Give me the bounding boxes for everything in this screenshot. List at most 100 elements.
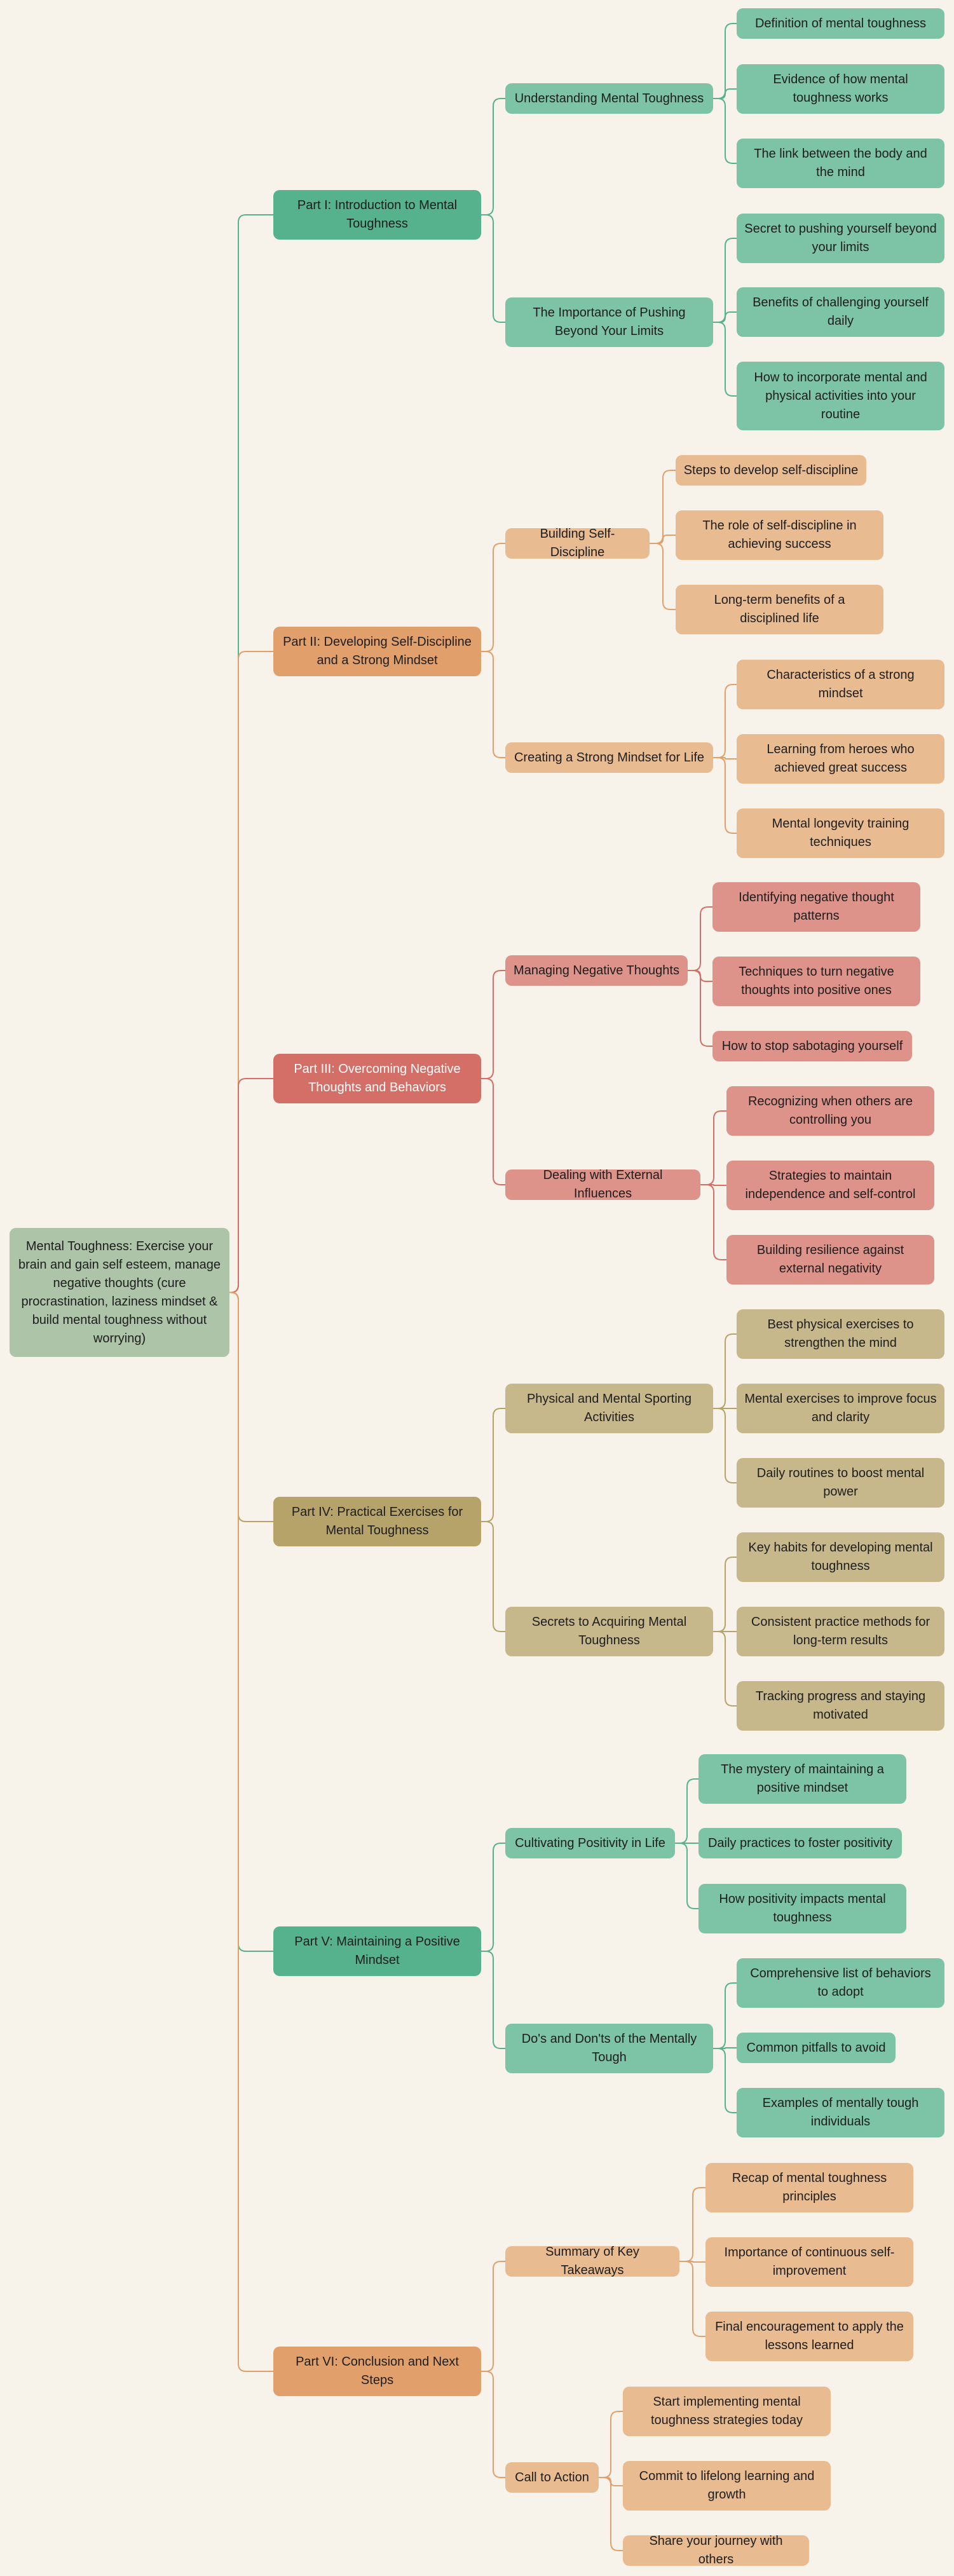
link-root-to-part-3 <box>229 1078 273 1293</box>
part-4-node: Part IV: Practical Exercises for Mental … <box>273 1497 481 1546</box>
link-part-1-to-section-2 <box>481 214 505 323</box>
leaf-how-to-incorporate-mental-and-physical-activitie: How to incorporate mental and physical a… <box>737 362 944 430</box>
section-physical-and-mental-sporting-activities: Physical and Mental Sporting Activities <box>505 1384 713 1433</box>
leaf-building-resilience-against-external-negativity: Building resilience against external neg… <box>726 1235 934 1285</box>
link-root-to-part-1 <box>229 214 273 1293</box>
section-building-self-discipline: Building Self-Discipline <box>505 527 650 559</box>
link-part-5-to-section-1 <box>481 1843 505 1952</box>
section-secrets-to-acquiring-mental-toughness: Secrets to Acquiring Mental Toughness <box>505 1607 713 1656</box>
link-section-2-2-to-item-3 <box>713 757 737 834</box>
link-section-5-2-to-item-1 <box>713 1982 737 2049</box>
leaf-daily-routines-to-boost-mental-power: Daily routines to boost mental power <box>737 1458 944 1508</box>
part-2-node: Part II: Developing Self-Discipline and … <box>273 627 481 676</box>
section-managing-negative-thoughts: Managing Negative Thoughts <box>505 955 688 986</box>
link-part-2-to-section-2 <box>481 651 505 758</box>
link-root-to-part-2 <box>229 651 273 1293</box>
leaf-techniques-to-turn-negative-thoughts-into-positi: Techniques to turn negative thoughts int… <box>712 957 920 1006</box>
leaf-how-positivity-impacts-mental-toughness: How positivity impacts mental toughness <box>698 1884 906 1933</box>
leaf-strategies-to-maintain-independence-and-self-con: Strategies to maintain independence and … <box>726 1161 934 1210</box>
link-section-6-2-to-item-1 <box>599 2411 623 2478</box>
leaf-consistent-practice-methods-for-long-term-result: Consistent practice methods for long-ter… <box>737 1607 944 1656</box>
leaf-the-role-of-self-discipline-in-achieving-success: The role of self-discipline in achieving… <box>676 510 883 560</box>
leaf-recognizing-when-others-are-controlling-you: Recognizing when others are controlling … <box>726 1086 934 1136</box>
link-section-1-2-to-item-3 <box>713 322 737 397</box>
link-section-5-2-to-item-3 <box>713 2048 737 2113</box>
link-section-2-2-to-item-1 <box>713 684 737 758</box>
section-the-importance-of-pushing-beyond-your-limits: The Importance of Pushing Beyond Your Li… <box>505 297 713 347</box>
link-section-3-1-to-item-1 <box>688 906 712 971</box>
part-1-node: Part I: Introduction to Mental Toughness <box>273 190 481 240</box>
leaf-benefits-of-challenging-yourself-daily: Benefits of challenging yourself daily <box>737 287 944 337</box>
section-creating-a-strong-mindset-for-life: Creating a Strong Mindset for Life <box>505 742 713 773</box>
part-3-node: Part III: Overcoming Negative Thoughts a… <box>273 1054 481 1103</box>
leaf-steps-to-develop-self-discipline: Steps to develop self-discipline <box>676 455 866 486</box>
link-root-to-part-5 <box>229 1291 273 1952</box>
link-part-3-to-section-2 <box>481 1078 505 1185</box>
leaf-commit-to-lifelong-learning-and-growth: Commit to lifelong learning and growth <box>623 2461 831 2511</box>
leaf-final-encouragement-to-apply-the-lessons-learned: Final encouragement to apply the lessons… <box>705 2312 913 2361</box>
leaf-evidence-of-how-mental-toughness-works: Evidence of how mental toughness works <box>737 64 944 114</box>
link-section-1-1-to-item-2 <box>713 88 737 99</box>
link-section-5-1-to-item-3 <box>675 1843 698 1909</box>
link-section-4-1-to-item-3 <box>713 1408 737 1483</box>
link-section-6-2-to-item-3 <box>599 2477 623 2551</box>
link-section-4-2-to-item-1 <box>713 1557 737 1632</box>
leaf-comprehensive-list-of-behaviors-to-adopt: Comprehensive list of behaviors to adopt <box>737 1958 944 2008</box>
link-section-2-1-to-item-3 <box>650 543 676 610</box>
section-understanding-mental-toughness: Understanding Mental Toughness <box>505 83 713 114</box>
leaf-best-physical-exercises-to-strengthen-the-mind: Best physical exercises to strengthen th… <box>737 1309 944 1359</box>
link-section-1-1-to-item-1 <box>713 23 737 99</box>
link-section-6-1-to-item-3 <box>679 2261 705 2337</box>
section-call-to-action: Call to Action <box>505 2462 599 2493</box>
leaf-definition-of-mental-toughness: Definition of mental toughness <box>737 8 944 39</box>
link-part-2-to-section-1 <box>481 543 505 652</box>
part-6-node: Part VI: Conclusion and Next Steps <box>273 2347 481 2396</box>
leaf-start-implementing-mental-toughness-strategies-t: Start implementing mental toughness stra… <box>623 2387 831 2436</box>
link-part-4-to-section-2 <box>481 1521 505 1632</box>
link-section-6-1-to-item-2 <box>679 2261 705 2263</box>
section-dealing-with-external-influences: Dealing with External Influences <box>505 1168 700 1201</box>
leaf-identifying-negative-thought-patterns: Identifying negative thought patterns <box>712 882 920 932</box>
link-section-4-1-to-item-1 <box>713 1333 737 1409</box>
link-section-3-2-to-item-3 <box>700 1184 726 1260</box>
link-section-1-1-to-item-3 <box>713 98 737 164</box>
leaf-tracking-progress-and-staying-motivated: Tracking progress and staying motivated <box>737 1681 944 1731</box>
leaf-daily-practices-to-foster-positivity: Daily practices to foster positivity <box>698 1828 902 1858</box>
link-section-4-2-to-item-3 <box>713 1631 737 1707</box>
section-cultivating-positivity-in-life: Cultivating Positivity in Life <box>505 1828 675 1858</box>
leaf-learning-from-heroes-who-achieved-great-success: Learning from heroes who achieved great … <box>737 734 944 784</box>
leaf-secret-to-pushing-yourself-beyond-your-limits: Secret to pushing yourself beyond your l… <box>737 214 944 263</box>
link-section-1-2-to-item-1 <box>713 238 737 323</box>
leaf-long-term-benefits-of-a-disciplined-life: Long-term benefits of a disciplined life <box>676 585 883 634</box>
link-section-5-1-to-item-1 <box>675 1778 698 1844</box>
link-part-6-to-section-1 <box>481 2261 505 2372</box>
link-part-5-to-section-2 <box>481 1951 505 2049</box>
link-section-2-2-to-item-2 <box>713 757 737 760</box>
root-topic: Mental Toughness: Exercise your brain an… <box>10 1228 229 1357</box>
leaf-how-to-stop-sabotaging-yourself: How to stop sabotaging yourself <box>712 1031 912 1061</box>
section-summary-of-key-takeaways: Summary of Key Takeaways <box>505 2245 679 2277</box>
link-part-4-to-section-1 <box>481 1408 505 1522</box>
leaf-mental-exercises-to-improve-focus-and-clarity: Mental exercises to improve focus and cl… <box>737 1384 944 1433</box>
leaf-importance-of-continuous-self-improvement: Importance of continuous self-improvemen… <box>705 2237 913 2287</box>
link-part-3-to-section-1 <box>481 970 505 1079</box>
leaf-mental-longevity-training-techniques: Mental longevity training techniques <box>737 808 944 858</box>
leaf-recap-of-mental-toughness-principles: Recap of mental toughness principles <box>705 2163 913 2212</box>
part-5-node: Part V: Maintaining a Positive Mindset <box>273 1926 481 1976</box>
link-section-1-2-to-item-2 <box>713 311 737 323</box>
leaf-share-your-journey-with-others: Share your journey with others <box>623 2534 809 2566</box>
leaf-characteristics-of-a-strong-mindset: Characteristics of a strong mindset <box>737 660 944 709</box>
leaf-examples-of-mentally-tough-individuals: Examples of mentally tough individuals <box>737 2088 944 2137</box>
link-part-6-to-section-2 <box>481 2371 505 2478</box>
link-root-to-part-6 <box>229 1291 273 2372</box>
link-section-2-1-to-item-2 <box>650 535 676 544</box>
leaf-the-mystery-of-maintaining-a-positive-mindset: The mystery of maintaining a positive mi… <box>698 1754 906 1804</box>
link-section-3-1-to-item-3 <box>688 970 712 1047</box>
leaf-key-habits-for-developing-mental-toughness: Key habits for developing mental toughne… <box>737 1532 944 1582</box>
link-root-to-part-4 <box>229 1291 273 1522</box>
link-section-3-2-to-item-1 <box>700 1110 726 1185</box>
link-section-2-1-to-item-1 <box>650 470 676 544</box>
leaf-common-pitfalls-to-avoid: Common pitfalls to avoid <box>737 2033 896 2063</box>
